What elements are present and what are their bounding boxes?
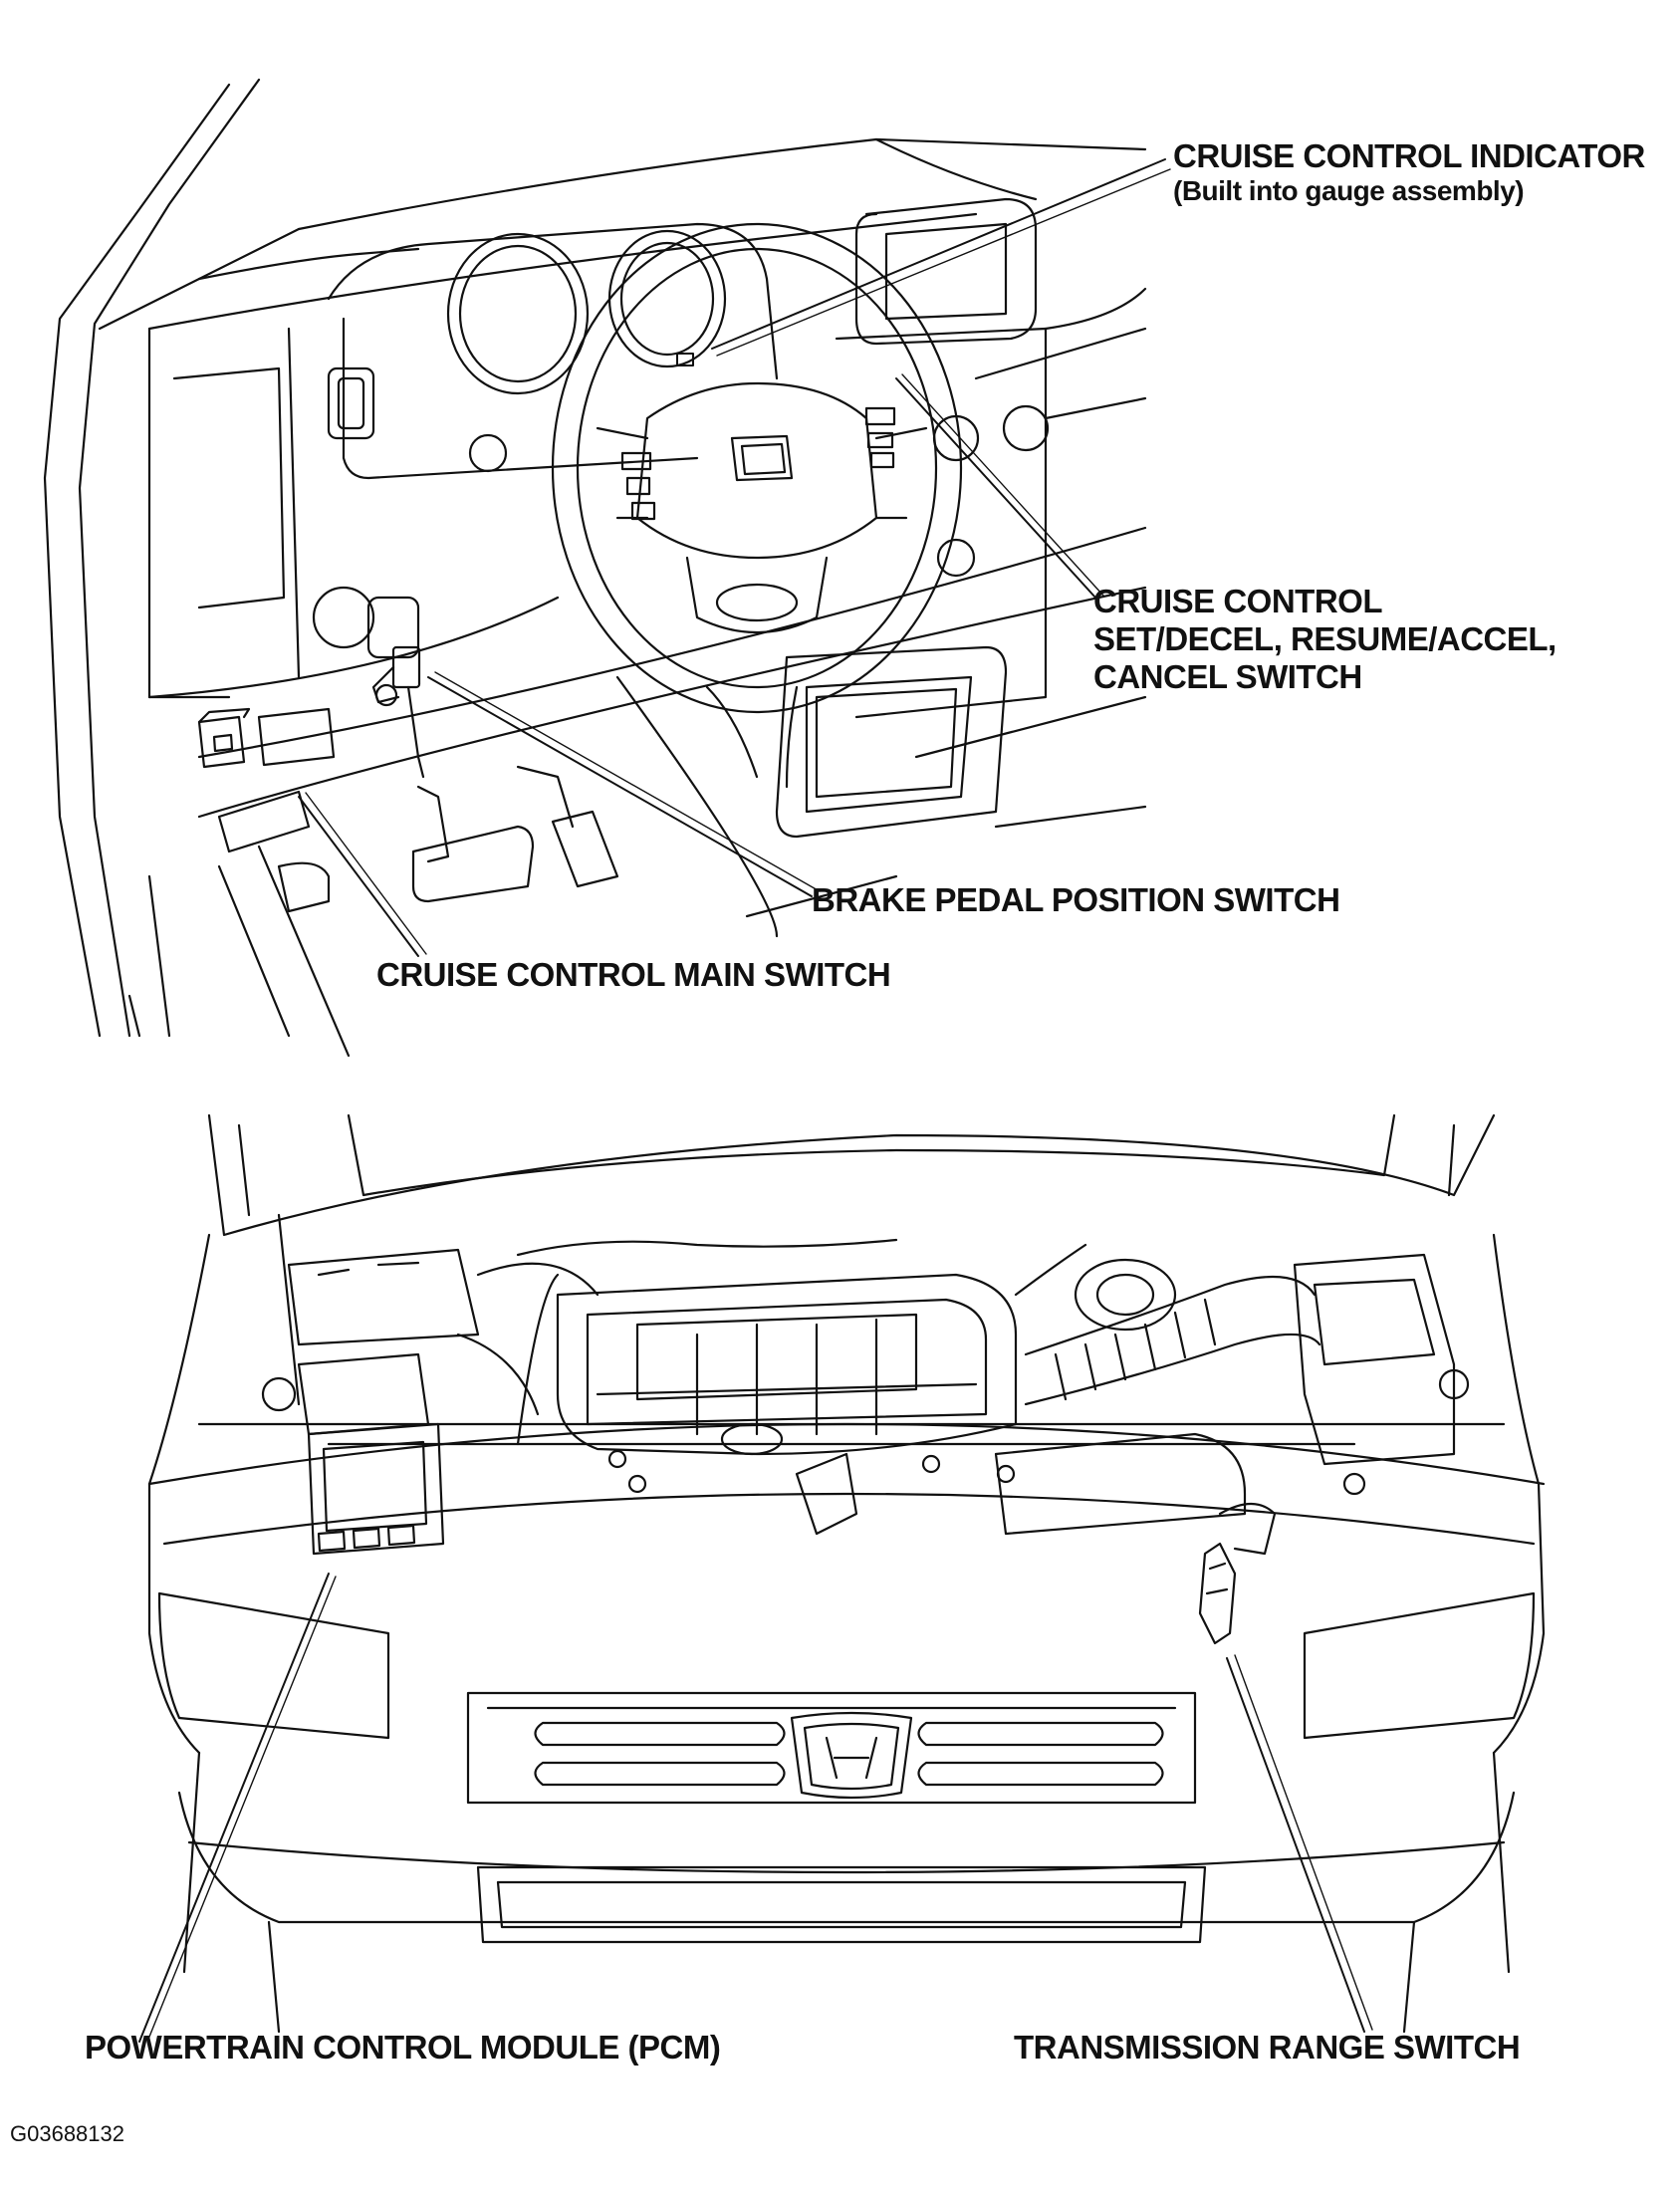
label-cruise-indicator-line1: CRUISE CONTROL INDICATOR <box>1173 137 1645 174</box>
label-cruise-control-switch: CRUISE CONTROL SET/DECEL, RESUME/ACCEL, … <box>1093 583 1557 696</box>
leader-cruise-switch <box>895 377 1096 599</box>
label-cruise-control-main-switch: CRUISE CONTROL MAIN SWITCH <box>376 956 891 993</box>
leader-pcm <box>138 1573 330 2043</box>
figure-id: G03688132 <box>10 2121 124 2146</box>
pcm-box <box>307 1422 445 1556</box>
engine-bay-illustration <box>147 1113 1546 2034</box>
leader-cruise-indicator <box>711 158 1166 350</box>
label-brake-pedal-position-switch: BRAKE PEDAL POSITION SWITCH <box>812 881 1340 918</box>
honda-emblem <box>790 1711 913 1800</box>
label-cruise-indicator-line2: (Built into gauge assembly) <box>1173 174 1525 206</box>
label-powertrain-control-module: POWERTRAIN CONTROL MODULE (PCM) <box>85 2029 721 2066</box>
dashboard-illustration <box>43 78 1147 1058</box>
leader-main-switch <box>298 796 419 957</box>
label-transmission-range-switch: TRANSMISSION RANGE SWITCH <box>1014 2029 1521 2066</box>
label-cruise-switch-line3: CANCEL SWITCH <box>1093 657 1362 695</box>
trans-switch-shape <box>1198 1542 1237 1645</box>
leader-trans-range <box>1226 1657 1365 2033</box>
dashboard-leader-lines <box>298 158 1171 957</box>
label-cruise-control-indicator: CRUISE CONTROL INDICATOR (Built into gau… <box>1173 137 1645 207</box>
leader-brake-pedal <box>427 676 813 897</box>
label-cruise-switch-line2: SET/DECEL, RESUME/ACCEL, <box>1093 619 1557 657</box>
engine-bay-leader-lines <box>138 1573 1373 2043</box>
label-cruise-switch-line1: CRUISE CONTROL <box>1093 583 1382 619</box>
